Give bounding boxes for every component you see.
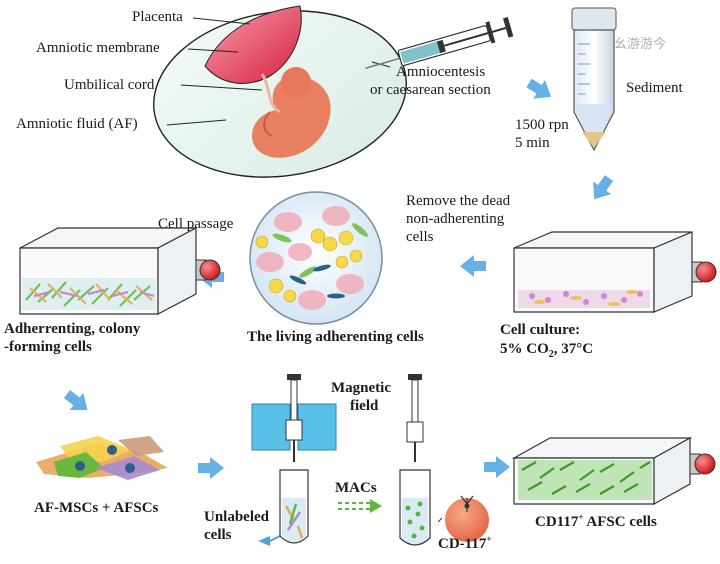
second-syringe <box>406 374 424 462</box>
label-amniotic-membrane: Amniotic membrane <box>36 40 160 56</box>
afsc-cells <box>521 461 651 495</box>
arrow-to-magnet <box>198 457 224 479</box>
label-field: field <box>350 398 379 414</box>
label-sediment: Sediment <box>626 80 683 96</box>
label-remove-2: non-adherenting <box>406 211 505 227</box>
centrifuge-tube <box>571 7 617 152</box>
label-cd117-prefix: CD-117 <box>438 536 487 552</box>
colony-cells <box>25 281 155 307</box>
column-syringe <box>285 374 303 462</box>
mixed-cells <box>36 436 168 480</box>
arrow-to-centrifuge <box>523 73 557 107</box>
label-colony-1: Adherrenting, colony <box>4 321 141 337</box>
label-cd117-sup: + <box>486 534 492 544</box>
label-time: 5 min <box>515 135 550 151</box>
culture-flask <box>513 231 717 313</box>
labeled-tube <box>399 469 431 546</box>
label-amniotic-fluid: Amniotic fluid (AF) <box>16 116 138 132</box>
watermark: 幺游游今 <box>614 36 666 51</box>
label-co2-sub: 2 <box>548 349 554 360</box>
syringe <box>365 17 514 69</box>
arrow-to-culture <box>585 171 619 206</box>
label-magnetic: Magnetic <box>331 380 391 396</box>
label-co2-suffix: , 37°C <box>553 341 594 357</box>
label-amniocentesis: Amniocentesis <box>396 64 486 80</box>
arrow-to-mixed <box>60 385 95 419</box>
label-afsc-result: CD117+ AFSC cells <box>535 509 657 531</box>
arrow-to-living <box>460 255 486 277</box>
label-culture-conditions: 5% CO2, 37°C <box>500 341 593 363</box>
label-unlabeled-cells: cells <box>204 527 232 543</box>
label-speed: 1500 rpn <box>515 117 569 133</box>
unlabeled-tube <box>279 469 309 544</box>
cd117-cell <box>437 495 489 542</box>
label-cd117: CD-117+ <box>438 531 491 553</box>
label-result-suffix: AFSC cells <box>583 514 657 530</box>
magnet <box>251 403 337 451</box>
passage-flask <box>19 227 221 315</box>
fetus <box>252 67 331 158</box>
label-colony-2: -forming cells <box>4 339 92 355</box>
label-result-sup: + <box>578 512 584 522</box>
label-caesarean: or caesarean section <box>370 82 491 98</box>
result-flask <box>511 436 716 506</box>
label-placenta: Placenta <box>132 9 183 25</box>
label-result-prefix: CD117 <box>535 514 579 530</box>
label-cell-culture: Cell culture: <box>500 322 581 338</box>
label-living-cells: The living adherenting cells <box>247 329 424 345</box>
label-unlabeled: Unlabeled <box>204 509 270 525</box>
label-remove-1: Remove the dead <box>406 193 511 209</box>
label-co2-prefix: 5% CO <box>500 341 549 357</box>
culture-cells <box>529 291 643 305</box>
label-macs: MACs <box>335 480 377 496</box>
unlabeled-arrow <box>258 534 283 546</box>
macs-arrow <box>338 499 382 513</box>
label-umbilical-cord: Umbilical cord <box>64 77 155 93</box>
living-cells-circle <box>249 191 383 325</box>
arrow-to-result <box>484 456 510 478</box>
label-cell-passage: Cell passage <box>158 216 234 232</box>
label-mixed-cells: AF-MSCs + AFSCs <box>34 500 159 516</box>
label-remove-3: cells <box>406 229 434 245</box>
